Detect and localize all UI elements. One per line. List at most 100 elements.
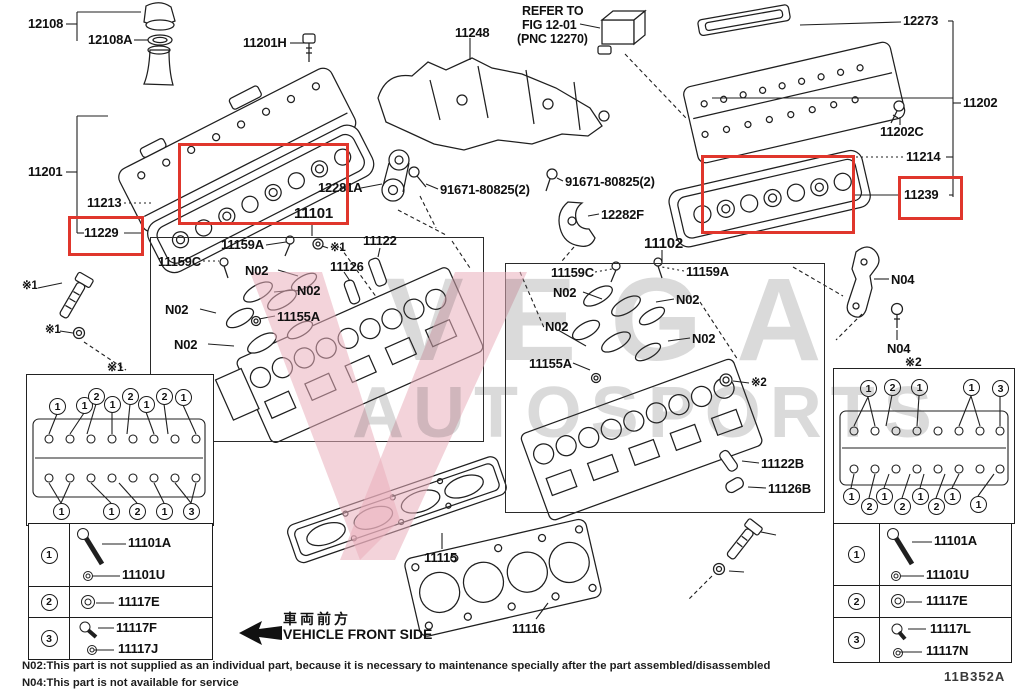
part-label-11159c: 11159C [158, 254, 201, 269]
part-label-n02: N02 [692, 331, 716, 346]
ref1-bolt-drawing [59, 271, 94, 319]
bracket-11122-mount-drawing [381, 149, 410, 202]
legend-row: 2 11117E [29, 586, 212, 618]
tightening-left-marker: ※1 [107, 360, 124, 374]
legend-table-right: 1 11101A 11101U 2 11117E 3 [833, 523, 1012, 663]
pattern-num: 1 [175, 389, 192, 406]
pattern-num: 2 [156, 388, 173, 405]
pattern-num: 1 [963, 379, 980, 396]
legend-part-label: 11117N [926, 643, 969, 659]
pattern-num: 3 [992, 380, 1009, 397]
part-label-11122: 11122 [363, 233, 397, 248]
pattern-num: 2 [129, 503, 146, 520]
note-n02: N02:This part is not supplied as an indi… [22, 660, 771, 672]
highlight-box-left-gasket [178, 143, 349, 225]
note-n04: N04:This part is not available for servi… [22, 677, 239, 689]
part-label-91671-left: 91671-80825(2) [440, 182, 530, 197]
bolt-washer-icon [79, 621, 98, 656]
legend-row: 1 11101A 11101U [29, 524, 212, 587]
gasket-11116-drawing [404, 518, 602, 637]
legend-row: 3 11117F 11117J [29, 617, 212, 659]
highlight-box-right-gasket [701, 155, 855, 234]
legend-part-label: 11101U [926, 567, 969, 582]
part-label-n02: N02 [553, 285, 577, 300]
legend-part-label: 11117E [926, 593, 968, 609]
part-label-11159a: 11159A [221, 237, 264, 252]
part-11248-drawing [377, 57, 610, 151]
legend-part-label: 11101A [128, 535, 171, 550]
sensor-12270-drawing [597, 9, 647, 55]
gasket-11115-drawing [287, 456, 507, 564]
part-label-11159a: 11159A [686, 264, 729, 279]
legend-table-left: 1 11101A 11101U 2 11117E 3 [28, 523, 213, 660]
refer-note-line3: (PNC 12270) [517, 32, 588, 46]
part-label-11202: 11202 [963, 95, 998, 110]
highlight-box-11229-label [68, 216, 144, 256]
vehicle-front-arrow [239, 621, 282, 645]
part-label-11239: 11239 [904, 187, 939, 202]
part-label-n02: N02 [676, 292, 700, 307]
legend-row: 3 11117L 11117N [834, 617, 1011, 662]
part-label-ref2-inbox: ※2 [751, 377, 767, 389]
part-label-11201h: 11201H [243, 35, 287, 50]
pattern-num: 1 [104, 396, 121, 413]
figure-code: 11B352A [944, 669, 1006, 684]
part-label-12273: 12273 [903, 13, 939, 28]
legend-row: 1 11101A 11101U [834, 524, 1011, 586]
bolt-11201h-drawing [302, 33, 316, 62]
bolt-washer-icon [891, 623, 907, 659]
part-label-11155a: 11155A [529, 356, 572, 371]
legend-num: 3 [848, 631, 865, 649]
part-label-n02: N02 [545, 319, 569, 334]
pattern-num: 1 [911, 379, 928, 396]
legend-row: 2 11117E [834, 585, 1011, 618]
tightening-left-head-drawing [32, 403, 206, 504]
nut-icon [891, 594, 905, 609]
bolt-washer-icon [887, 528, 915, 581]
pattern-num: 1 [843, 488, 860, 505]
bolt-washer-icon [77, 528, 105, 581]
bolt-91671-right-drawing [545, 168, 558, 192]
part-label-12108a: 12108A [88, 32, 133, 47]
pattern-num: 2 [88, 388, 105, 405]
pattern-num: 2 [928, 498, 945, 515]
tightening-right-marker: ※2 [905, 355, 922, 369]
part-label-ref1-bolt: ※1 [22, 280, 38, 292]
part-label-11122b: 11122B [761, 456, 804, 471]
part-label-11126: 11126 [330, 259, 364, 274]
refer-note-line2: FIG 12-01 [522, 18, 577, 32]
right-head-assembly-box [505, 263, 825, 513]
part-label-11248: 11248 [455, 25, 490, 40]
right-valve-cover-drawing [683, 41, 906, 164]
part-label-n02: N02 [174, 337, 198, 352]
part-label-11213: 11213 [87, 195, 122, 210]
pattern-num: 3 [183, 503, 200, 520]
tightening-right-head-drawing [839, 394, 1009, 499]
part-label-ref1-inbox: ※1 [330, 242, 346, 254]
pattern-num: 2 [884, 379, 901, 396]
bolt-91671-left-drawing [408, 166, 427, 188]
part-label-11126b: 11126B [768, 481, 811, 496]
part-label-11201: 11201 [28, 164, 63, 179]
highlight-box-11239-label [898, 176, 963, 220]
vehicle-front-label-jp: 車両前方 [283, 611, 351, 627]
nut-icon [81, 595, 95, 610]
part-label-12282f: 12282F [601, 207, 644, 222]
right-top-plate-drawing [697, 4, 791, 37]
part-label-11159c: 11159C [551, 265, 594, 280]
bracket-n04-drawing [846, 246, 880, 318]
pattern-num: 1 [860, 380, 877, 397]
part-label-91671-right: 91671-80825(2) [565, 174, 655, 189]
pattern-num: 1 [944, 488, 961, 505]
pattern-num: 1 [970, 496, 987, 513]
part-label-11116: 11116 [512, 621, 545, 636]
part-label-11115: 11115 [424, 550, 457, 565]
legend-num: 1 [848, 546, 865, 564]
pattern-num: 1 [49, 398, 66, 415]
part-label-n04: N04 [887, 341, 911, 356]
vehicle-front-label-en: VEHICLE FRONT SIDE [283, 626, 433, 642]
legend-num: 3 [40, 630, 58, 648]
part-label-11229: 11229 [84, 225, 119, 240]
part-label-11202c: 11202C [880, 124, 924, 139]
